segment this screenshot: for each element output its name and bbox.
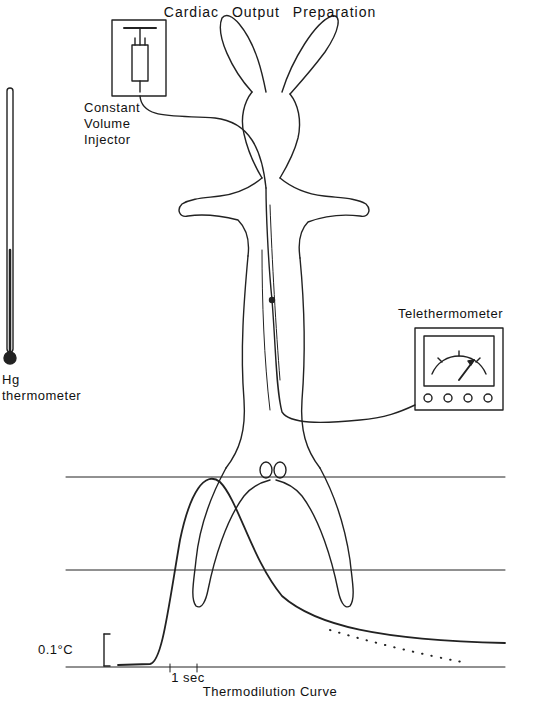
scale-label: 0.1°C: [38, 642, 98, 658]
drawing-stroke: [118, 479, 505, 665]
drawing-stroke: [274, 462, 286, 478]
drawing-stroke: [140, 96, 266, 188]
drawing-stroke: [103, 634, 104, 666]
drawing-stroke: [280, 94, 300, 178]
drawing-stroke: [468, 360, 474, 365]
thermometer: [4, 88, 16, 364]
drawing-stroke: [139, 81, 140, 92]
drawing-stroke: [226, 256, 248, 468]
drawing-stroke: [424, 394, 432, 402]
drawing-stroke: [300, 258, 320, 468]
drawing-stroke: [270, 298, 275, 303]
drawing-stroke: [459, 360, 474, 380]
drawing-stroke: [476, 358, 480, 362]
drawing-stroke: [66, 570, 505, 571]
drawing-stroke: [220, 16, 266, 92]
telethermometer: [415, 328, 503, 410]
drawing-stroke: [464, 394, 472, 402]
drawing-stroke: [134, 38, 135, 45]
drawing-stroke: [266, 188, 415, 422]
device-label: Hg thermometer: [2, 372, 92, 404]
drawing-stroke: [7, 88, 13, 352]
drawing-stroke: [432, 356, 486, 374]
diagram-title: Cardiac Output Preparation: [110, 4, 430, 20]
drawing-stroke: [262, 250, 270, 410]
drawing-stroke: [270, 205, 280, 380]
drawing-stroke: [9, 250, 12, 352]
drawing-stroke: [132, 45, 148, 81]
drawing-stroke: [66, 667, 505, 668]
device-label: Constant Volume Injector: [84, 100, 174, 148]
drawing-stroke: [193, 468, 270, 607]
drawing-stroke: [280, 178, 369, 258]
drawing-stroke: [144, 38, 145, 45]
drawing-stroke: [66, 477, 505, 478]
drawing-stroke: [104, 633, 110, 634]
drawing-stroke: [415, 328, 503, 410]
time-scale-label: 1 sec: [163, 670, 213, 686]
drawing-stroke: [112, 20, 166, 96]
drawing-stroke: [282, 16, 338, 94]
rabbit: [179, 16, 415, 607]
drawing-stroke: [260, 462, 272, 478]
drawing-stroke: [424, 336, 494, 386]
drawing-stroke: [444, 394, 452, 402]
drawing-stroke: [4, 352, 16, 364]
drawing-stroke: [179, 178, 262, 256]
chart-caption: Thermodilution Curve: [150, 684, 390, 700]
drawing-stroke: [242, 92, 262, 178]
drawing-stroke: [330, 630, 462, 662]
drawing-stroke: [170, 664, 171, 672]
drawing-stroke: [139, 28, 140, 45]
device-label: Telethermometer: [398, 306, 528, 322]
drawing-stroke: [276, 468, 353, 607]
drawing-stroke: [438, 358, 442, 362]
drawing-stroke: [458, 351, 459, 356]
drawing-stroke: [484, 394, 492, 402]
thermodilution-curve: [66, 477, 505, 672]
drawing-stroke: [104, 665, 110, 666]
